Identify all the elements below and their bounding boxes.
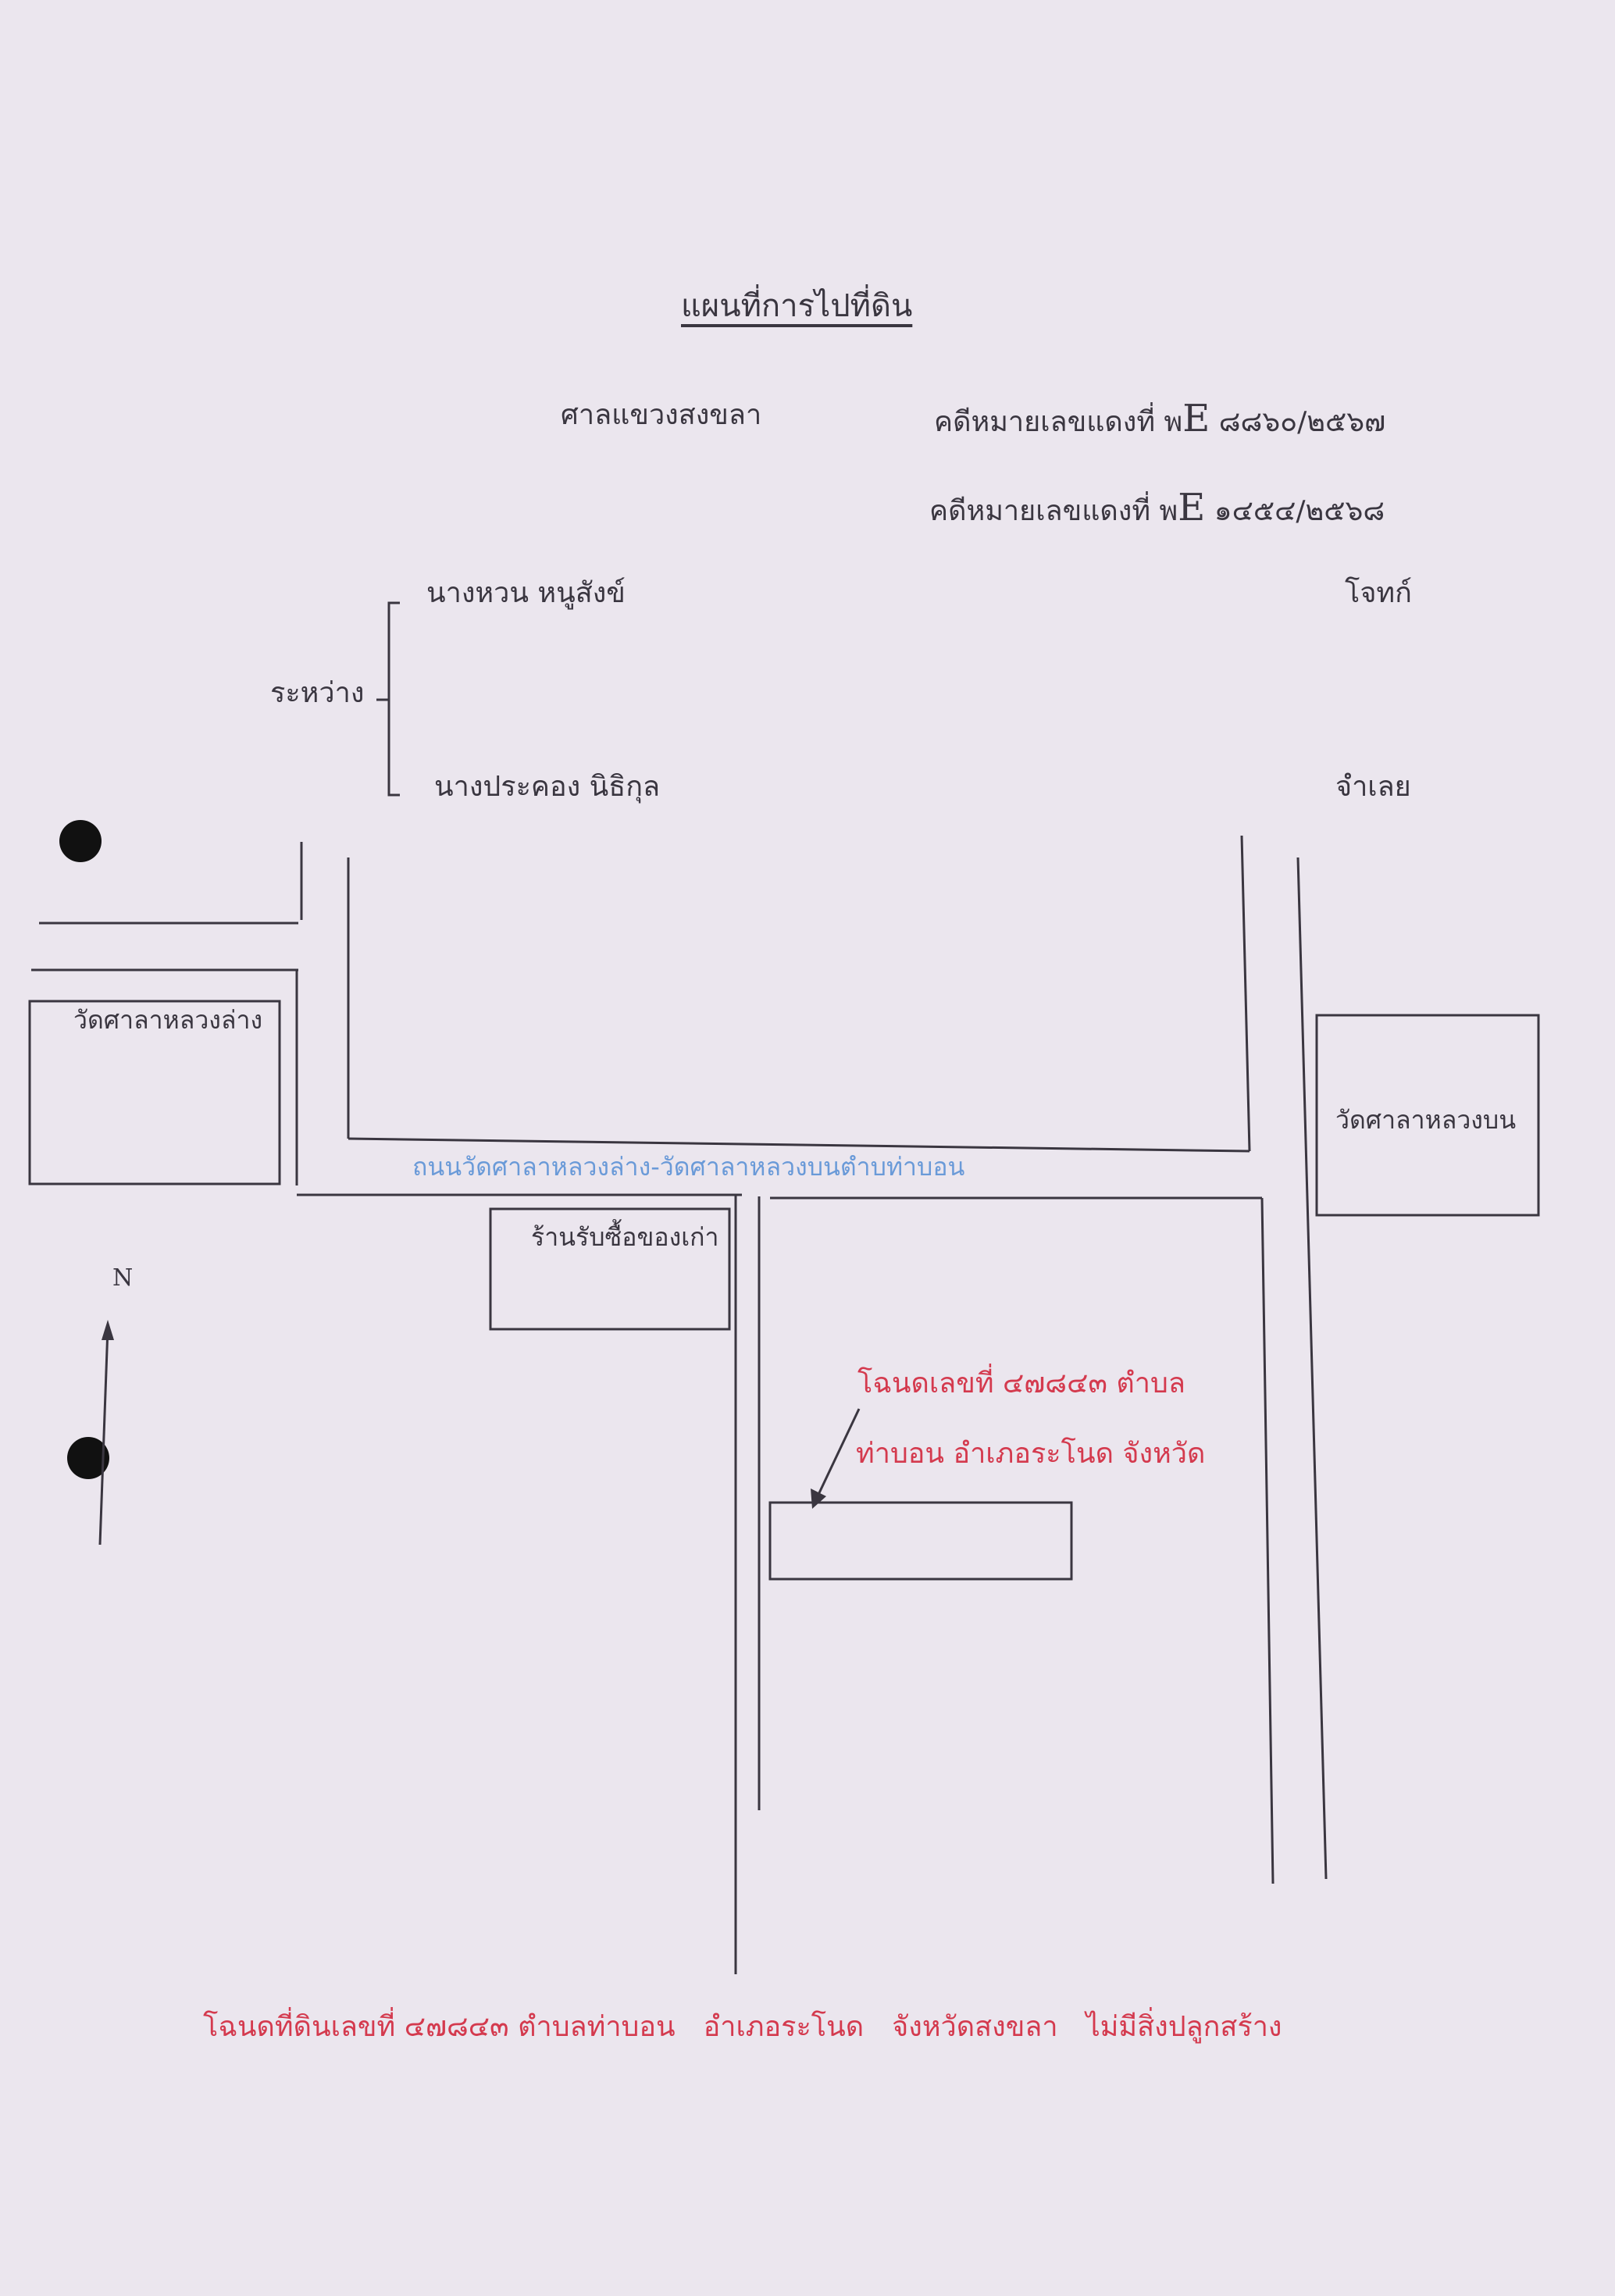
- red-case-number-2: คดีหมายเลขแดงที่ พE ๑๔๕๔/๒๕๖๘: [929, 489, 1385, 526]
- plaintiff-name: นางหวน หนูสังข์: [426, 577, 626, 609]
- shop-label: ร้านรับซื้อของเก่า: [531, 1222, 719, 1252]
- road-label: ถนนวัดศาลาหลวงล่าง-วัดศาลาหลวงบนตำบท่าบอ…: [412, 1152, 965, 1182]
- footer-note: โฉนดที่ดินเลขที่ ๔๗๘๔๓ ตำบลท่าบอน อำเภอระ…: [203, 2013, 1310, 2041]
- red-case-2-prefix: คดีหมายเลขแดงที่ พ: [929, 495, 1178, 527]
- plaintiff-role: โจทก์: [1345, 577, 1412, 609]
- road-edge: [348, 1137, 1250, 1153]
- red-case-1-prefix: คดีหมายเลขแดงที่ พ: [934, 406, 1183, 438]
- road-edge: [1240, 835, 1251, 1152]
- defendant-name: นางประคอง นิธิกุล: [434, 771, 661, 803]
- party-brace: [376, 601, 400, 797]
- between-label: ระหว่าง: [270, 677, 365, 709]
- road-edge: [1260, 1197, 1275, 1884]
- temple-lower-box: [28, 1000, 281, 1185]
- footer-deed: โฉนดที่ดินเลขที่ ๔๗๘๔๓ ตำบลท่าบอน: [203, 2011, 676, 2043]
- court-name: ศาลแขวงสงขลา: [561, 399, 762, 431]
- temple-upper-box: [1315, 1014, 1540, 1217]
- red-case-2-number: ๑๔๕๔/๒๕๖๘: [1214, 495, 1385, 527]
- deed-pointer-head: [811, 1488, 826, 1509]
- deed-pointer-line: [815, 1408, 861, 1499]
- footer-province: จังหวัดสงขลา: [892, 2011, 1058, 2043]
- red-case-number-1: คดีหมายเลขแดงที่ พE ๘๘๖๐/๒๕๖๗: [934, 400, 1385, 437]
- temple-upper-label: วัดศาลาหลวงบน: [1335, 1105, 1517, 1135]
- land-plot: [768, 1501, 1073, 1581]
- north-label: N: [112, 1264, 134, 1292]
- temple-lower-label: วัดศาลาหลวงล่าง: [73, 1005, 263, 1035]
- deed-label-line1: โฉนดเลขที่ ๔๗๘๔๓ ตำบล: [857, 1367, 1185, 1399]
- footer-status: ไม่มีสิ่งปลูกสร้าง: [1086, 2011, 1282, 2043]
- road-edge: [1296, 857, 1328, 1880]
- document-title: แผนที่การไปที่ดิน: [681, 288, 913, 324]
- defendant-role: จำเลย: [1335, 771, 1411, 803]
- north-arrow-shaft: [98, 1327, 109, 1546]
- north-arrow-head: [102, 1320, 114, 1340]
- red-case-1-letter: E: [1182, 397, 1210, 440]
- red-case-1-number: ๘๘๖๐/๒๕๖๗: [1218, 406, 1386, 438]
- footer-district: อำเภอระโนด: [703, 2011, 865, 2043]
- deed-label-line2: ท่าบอน อำเภอระโนด จังหวัด: [856, 1438, 1206, 1470]
- red-case-2-letter: E: [1178, 486, 1206, 529]
- punch-hole-top: [59, 820, 102, 862]
- shop-box: [489, 1207, 731, 1331]
